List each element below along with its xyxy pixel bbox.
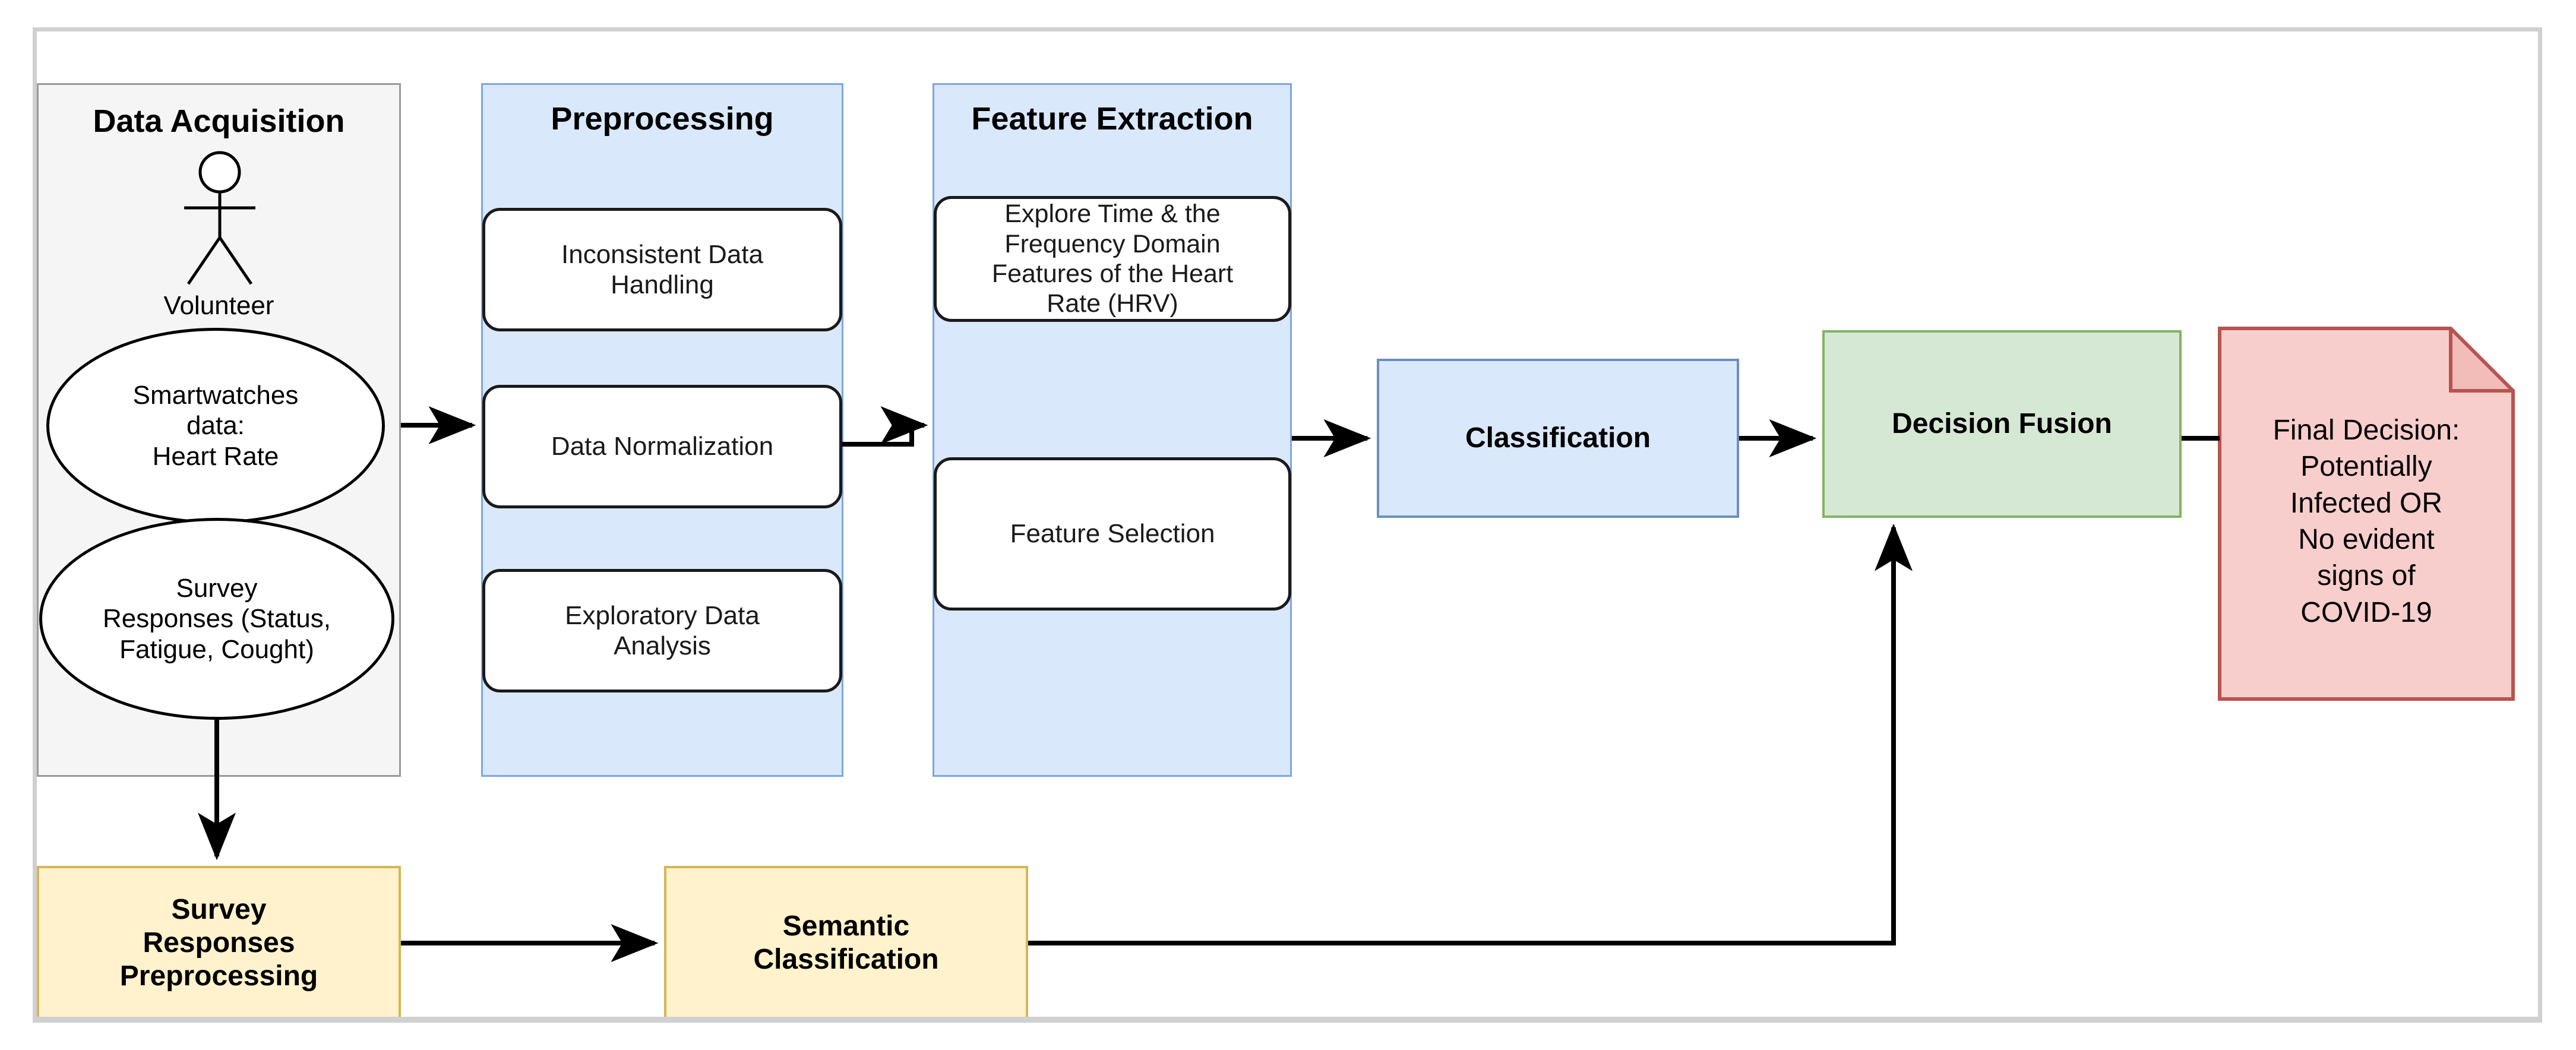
lane-feature-extraction: Feature Extraction	[933, 83, 1292, 777]
decision-fusion-label: Decision Fusion	[1892, 407, 2112, 439]
bottom-rail-divider	[37, 1017, 2539, 1023]
lane-title-feature-extraction: Feature Extraction	[971, 101, 1253, 137]
lane-title-data-acquisition: Data Acquisition	[93, 103, 345, 139]
final-decision-label: Final Decision: Potentially Infected OR …	[2272, 414, 2460, 628]
step-feature-selection[interactable]: Feature Selection	[934, 457, 1291, 611]
step-data-normalization-label: Data Normalization	[551, 432, 774, 461]
survey-responses-preprocessing-label: Survey Responses Preprocessing	[119, 893, 318, 992]
step-exploratory-data-analysis-label: Exploratory Data Analysis	[565, 600, 760, 660]
step-inconsistent-data-handling-label: Inconsistent Data Handling	[561, 239, 763, 299]
step-hrv-features[interactable]: Explore Time & the Frequency Domain Feat…	[934, 196, 1291, 322]
ellipse-smartwatches-data: Smartwatches data: Heart Rate	[46, 328, 385, 524]
step-inconsistent-data-handling[interactable]: Inconsistent Data Handling	[482, 208, 842, 331]
survey-responses-preprocessing-box[interactable]: Survey Responses Preprocessing	[37, 866, 401, 1020]
step-hrv-features-label: Explore Time & the Frequency Domain Feat…	[991, 200, 1234, 318]
classification-label: Classification	[1465, 422, 1651, 454]
ellipse-survey-responses-label: Survey Responses (Status, Fatigue, Cough…	[103, 573, 331, 664]
decision-fusion-box[interactable]: Decision Fusion	[1822, 330, 2182, 518]
volunteer-label: Volunteer	[163, 291, 274, 320]
ellipse-smartwatches-label: Smartwatches data: Heart Rate	[132, 380, 299, 471]
semantic-classification-label: Semantic Classification	[753, 910, 939, 975]
classification-box[interactable]: Classification	[1377, 359, 1739, 518]
ellipse-survey-responses: Survey Responses (Status, Fatigue, Cough…	[39, 518, 394, 720]
semantic-classification-box[interactable]: Semantic Classification	[664, 866, 1028, 1020]
step-feature-selection-label: Feature Selection	[1010, 519, 1215, 549]
volunteer-actor-icon	[151, 148, 288, 285]
step-data-normalization[interactable]: Data Normalization	[482, 385, 842, 508]
final-decision-note[interactable]: Final Decision: Potentially Infected OR …	[2218, 327, 2515, 701]
step-exploratory-data-analysis[interactable]: Exploratory Data Analysis	[482, 569, 842, 692]
lane-title-preprocessing: Preprocessing	[551, 101, 774, 137]
